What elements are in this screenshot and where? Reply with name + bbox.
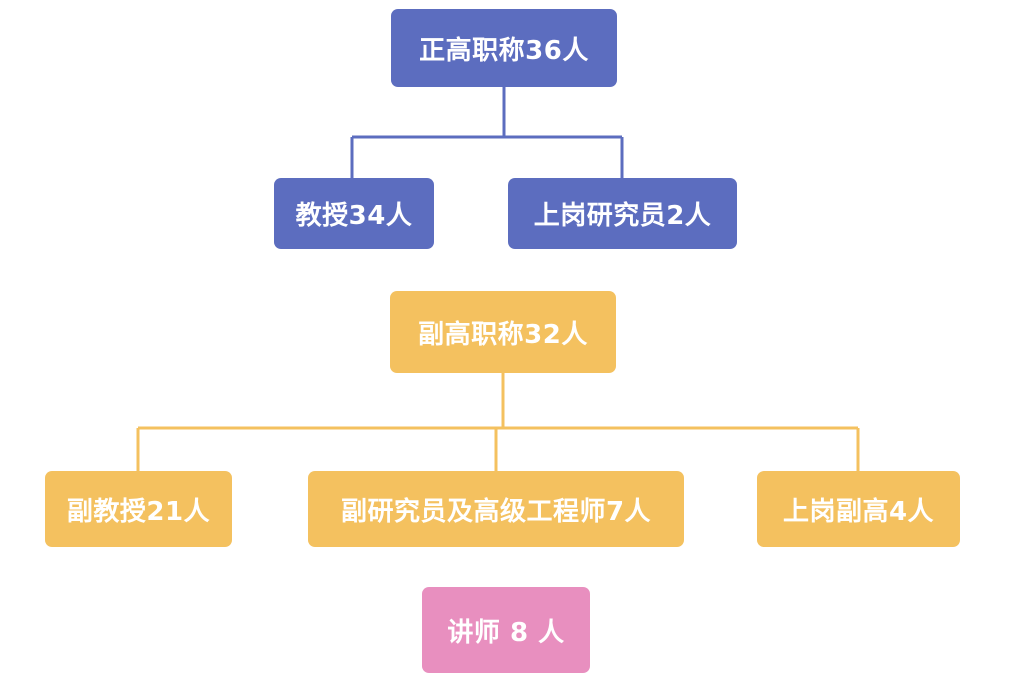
associate-researcher-engineer-label: 副研究员及高级工程师7人: [340, 496, 652, 527]
associate-title-label: 副高职称32人: [418, 319, 588, 350]
associate-professor-label: 副教授21人: [66, 496, 211, 527]
senior-title-label: 正高职称36人: [419, 35, 589, 66]
associate-researcher-engineer-node: 副研究员及高级工程师7人: [308, 471, 684, 547]
senior-researcher-label: 上岗研究员2人: [533, 201, 712, 231]
senior-title-node: 正高职称36人: [391, 9, 617, 87]
post-associate-label: 上岗副高4人: [782, 496, 935, 527]
lecturer-label: 讲师 8 人: [447, 617, 565, 648]
senior-connectors: [350, 87, 624, 178]
associate-connectors: [136, 373, 860, 471]
associate-title-node: 副高职称32人: [390, 291, 616, 373]
associate-professor-node: 副教授21人: [45, 471, 232, 547]
senior-researcher-node: 上岗研究员2人: [508, 178, 737, 249]
professor-label: 教授34人: [295, 201, 413, 231]
post-associate-node: 上岗副高4人: [757, 471, 960, 547]
lecturer-node: 讲师 8 人: [422, 587, 590, 673]
professor-node: 教授34人: [274, 178, 434, 249]
